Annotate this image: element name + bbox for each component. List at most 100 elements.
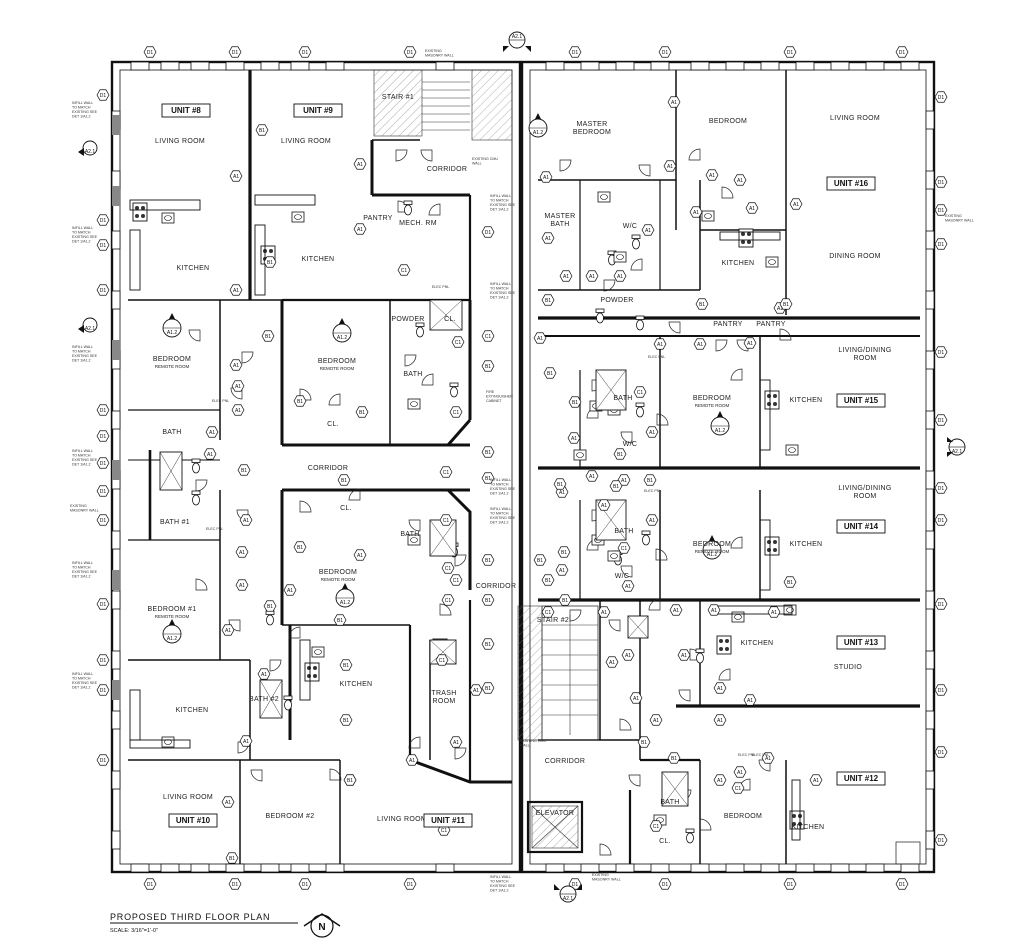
- door-swing: [736, 339, 749, 352]
- wall-tag-label: B1: [617, 452, 623, 458]
- room-label-pantry-r2: PANTRY: [756, 321, 786, 328]
- wall-tag-label: A1: [233, 288, 239, 294]
- wall-tag-label: A1: [649, 518, 655, 524]
- wall-tag-icon: [283, 584, 297, 596]
- window-right: [925, 110, 935, 130]
- remote-room-note: REMOTE ROOM: [321, 577, 356, 582]
- door-swing: [599, 843, 612, 856]
- wall-tag-icon: [633, 386, 647, 398]
- window-top: [190, 61, 210, 71]
- burner: [725, 647, 729, 651]
- door-swing: [715, 339, 728, 352]
- toilet-tank: [685, 828, 695, 833]
- room-label-kitchen-u13: KITCHEN: [741, 640, 774, 647]
- wall-tag-label: A1: [717, 778, 723, 784]
- wall-tag-label: C1: [445, 598, 452, 604]
- wall-tag-label: D1: [100, 243, 107, 249]
- room-label-stair2: STAIR #2: [537, 617, 569, 624]
- room-label-bath-mid-low: BATH: [400, 531, 419, 538]
- window-top: [545, 61, 565, 71]
- wall-tag-label: A1: [239, 583, 245, 589]
- sink-basin: [704, 213, 712, 219]
- stove-icon: [132, 202, 148, 222]
- door-swing: [288, 626, 301, 639]
- infill-note: DET 1/A1.2: [490, 521, 509, 525]
- wall-tag-label: C1: [637, 390, 644, 396]
- wall-tag-label: A1: [243, 518, 249, 524]
- wall-tag-label: A1: [453, 740, 459, 746]
- wall-tag-icon: [895, 46, 909, 58]
- wall-tag-icon: [713, 714, 727, 726]
- wall-tag-label: B1: [547, 371, 553, 377]
- wall-tag-icon: [96, 684, 110, 696]
- door-swing: [408, 736, 421, 749]
- infill-note: TO MATCH: [72, 350, 91, 354]
- sink-icon: [161, 212, 175, 224]
- window-bottom: [325, 863, 345, 873]
- burner: [773, 402, 777, 406]
- wall-tag-label: D1: [232, 882, 239, 888]
- wall-tag-icon: [239, 514, 253, 526]
- detail-pointer: [535, 113, 541, 119]
- wall-tag-label: A1: [233, 174, 239, 180]
- door-swing: [730, 368, 743, 381]
- wall-tag-label: A1: [609, 660, 615, 666]
- door-swing: [454, 747, 467, 760]
- infill-note: EXISTING SEE: [72, 235, 98, 239]
- infill-wall: [112, 570, 120, 590]
- infill-note: EXISTING SEE: [490, 203, 516, 207]
- wall-tag-label: B1: [562, 598, 568, 604]
- window-left: [111, 530, 121, 550]
- fixtures: [129, 191, 805, 844]
- interior-walls: [128, 70, 920, 864]
- wall-tag-label: A1: [697, 342, 703, 348]
- burner: [747, 240, 751, 244]
- wall-tag-icon: [543, 367, 557, 379]
- infill-note: EXISTING SEE: [490, 516, 516, 520]
- wall-tag-label: A1: [667, 164, 673, 170]
- wall-tag-label: D1: [100, 218, 107, 224]
- wall-tag-label: D1: [938, 95, 945, 101]
- burner: [773, 394, 777, 398]
- wall-tag-icon: [96, 404, 110, 416]
- window-top: [160, 61, 180, 71]
- window-top: [615, 61, 635, 71]
- svg-text:A2.1: A2.1: [85, 149, 96, 155]
- wall-tag-icon: [553, 478, 567, 490]
- infill-note: DET 1/A1.2: [72, 686, 91, 690]
- cmu-note: EXISTING CMU: [520, 739, 546, 743]
- wall-tag-label: C1: [443, 470, 450, 476]
- room-label-powder-left: POWDER: [391, 316, 424, 323]
- window-left: [111, 770, 121, 790]
- infill-note: DET 1/A1.2: [490, 208, 509, 212]
- wall-tag-icon: [263, 600, 277, 612]
- wall-tag-icon: [637, 736, 651, 748]
- sink-basin: [788, 447, 796, 453]
- infill-note: TO MATCH: [490, 512, 509, 516]
- wall-tag-label: D1: [662, 50, 669, 56]
- toilet-icon: [632, 238, 640, 250]
- window-left: [111, 590, 121, 610]
- wall-tag-label: A1: [209, 430, 215, 436]
- wall-tag-label: D1: [899, 50, 906, 56]
- wall-tag-icon: [337, 474, 351, 486]
- sink-basin: [164, 739, 172, 745]
- counter: [791, 779, 801, 841]
- wall-tag-label: D1: [232, 50, 239, 56]
- masonry-note: MASONRY WALL: [592, 878, 621, 882]
- wall-tag-icon: [405, 754, 419, 766]
- wall-tag-label: D1: [938, 486, 945, 492]
- toilet-tank: [403, 200, 413, 205]
- wall-tag-label: D1: [302, 882, 309, 888]
- wall-tag-label: C1: [653, 824, 660, 830]
- shower-diag: [661, 771, 689, 807]
- door-swing: [678, 689, 691, 702]
- sink-icon: [731, 611, 745, 623]
- door-swing: [250, 769, 263, 782]
- sink-icon: [783, 604, 797, 616]
- infill-wall: [112, 115, 120, 135]
- wall-tag-label: A1: [537, 336, 543, 342]
- wall-tag-label: D1: [899, 882, 906, 888]
- room-label-powder-top: POWDER: [600, 297, 633, 304]
